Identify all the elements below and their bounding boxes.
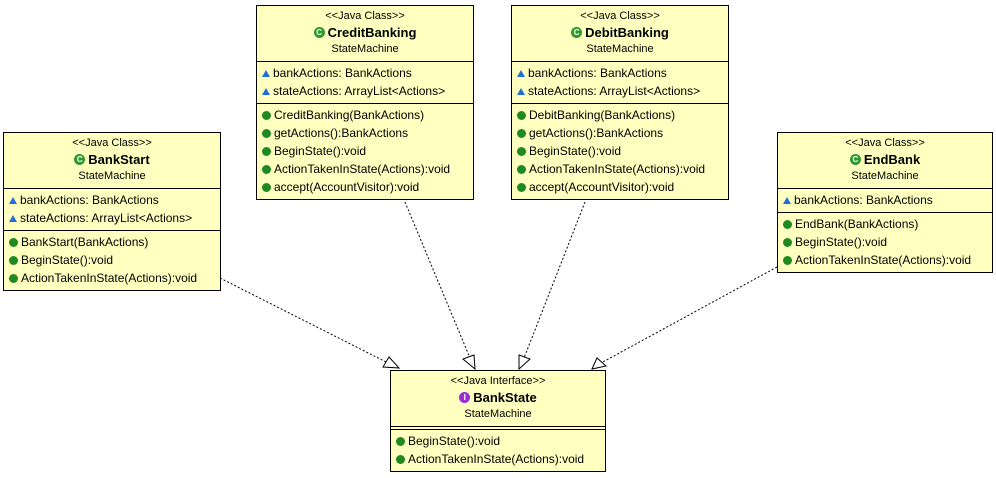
public-method-icon bbox=[262, 128, 271, 138]
method-row: CreditBanking(BankActions) bbox=[257, 106, 473, 124]
stereotype-label: <<Java Class>> bbox=[580, 10, 660, 22]
method-row: BeginState():void bbox=[778, 233, 992, 251]
public-method-icon bbox=[396, 454, 405, 464]
public-method-icon bbox=[262, 146, 271, 156]
methods-section: DebitBanking(BankActions) getActions():B… bbox=[512, 104, 728, 199]
stereotype-label: <<Java Class>> bbox=[72, 137, 152, 149]
methods-section: CreditBanking(BankActions) getActions():… bbox=[257, 104, 473, 199]
field-row: stateActions: ArrayList<Actions> bbox=[4, 209, 220, 227]
package-label: StateMachine bbox=[78, 170, 146, 182]
class-name: BankStart bbox=[88, 152, 150, 167]
package-visibility-icon bbox=[517, 87, 525, 95]
package-visibility-icon bbox=[262, 69, 270, 77]
class-name: EndBank bbox=[863, 152, 921, 167]
methods-section: EndBank(BankActions) BeginState():void A… bbox=[778, 213, 992, 272]
package-visibility-icon bbox=[9, 196, 17, 204]
public-method-icon bbox=[517, 164, 526, 174]
method-row: BeginState():void bbox=[4, 251, 220, 269]
method-row: ActionTakenInState(Actions):void bbox=[512, 160, 728, 178]
method-row: EndBank(BankActions) bbox=[778, 215, 992, 233]
class-name: BankState bbox=[473, 390, 537, 405]
public-method-icon bbox=[262, 182, 271, 192]
method-row: DebitBanking(BankActions) bbox=[512, 106, 728, 124]
public-method-icon bbox=[396, 436, 405, 446]
stereotype-label: <<Java Class>> bbox=[325, 10, 405, 22]
stereotype-label: <<Java Interface>> bbox=[450, 375, 546, 387]
realization-debitbanking bbox=[523, 201, 586, 359]
package-visibility-icon bbox=[9, 214, 17, 222]
class-badge-icon: C bbox=[313, 27, 325, 38]
method-row: ActionTakenInState(Actions):void bbox=[257, 160, 473, 178]
method-row: accept(AccountVisitor):void bbox=[257, 178, 473, 196]
field-row: bankActions: BankActions bbox=[4, 191, 220, 209]
realization-endbank bbox=[600, 266, 778, 364]
method-row: ActionTakenInState(Actions):void bbox=[778, 251, 992, 269]
method-row: ActionTakenInState(Actions):void bbox=[391, 450, 605, 468]
package-visibility-icon bbox=[517, 69, 525, 77]
method-row: ActionTakenInState(Actions):void bbox=[4, 269, 220, 287]
public-method-icon bbox=[9, 273, 18, 283]
fields-section: bankActions: BankActions stateActions: A… bbox=[4, 189, 220, 231]
class-name: CreditBanking bbox=[327, 25, 417, 40]
public-method-icon bbox=[517, 182, 526, 192]
stereotype-label: <<Java Class>> bbox=[845, 137, 925, 149]
arrowhead-endbank bbox=[591, 357, 608, 370]
realization-bankstart bbox=[219, 277, 391, 365]
public-method-icon bbox=[783, 255, 792, 265]
method-row: BeginState():void bbox=[257, 142, 473, 160]
package-visibility-icon bbox=[262, 87, 270, 95]
public-method-icon bbox=[517, 146, 526, 156]
package-visibility-icon bbox=[783, 196, 791, 204]
public-method-icon bbox=[517, 128, 526, 138]
class-badge-icon: C bbox=[571, 27, 583, 38]
class-name: DebitBanking bbox=[585, 25, 669, 40]
constructor-icon bbox=[783, 217, 794, 229]
field-row: stateActions: ArrayList<Actions> bbox=[512, 82, 728, 100]
package-label: StateMachine bbox=[464, 408, 532, 420]
public-method-icon bbox=[262, 164, 271, 174]
field-row: bankActions: BankActions bbox=[512, 64, 728, 82]
field-row: stateActions: ArrayList<Actions> bbox=[257, 82, 473, 100]
class-badge-icon: C bbox=[74, 154, 86, 165]
method-row: getActions():BankActions bbox=[512, 124, 728, 142]
constructor-icon bbox=[262, 108, 273, 120]
class-badge-icon: C bbox=[849, 154, 861, 165]
constructor-icon bbox=[517, 108, 528, 120]
interface-badge-icon: I bbox=[459, 392, 471, 403]
fields-section: bankActions: BankActions stateActions: A… bbox=[257, 62, 473, 104]
package-label: StateMachine bbox=[586, 43, 654, 55]
realization-creditbanking bbox=[404, 201, 471, 359]
package-label: StateMachine bbox=[851, 170, 919, 182]
constructor-icon bbox=[9, 235, 20, 247]
fields-section: bankActions: BankActions stateActions: A… bbox=[512, 62, 728, 104]
method-row: accept(AccountVisitor):void bbox=[512, 178, 728, 196]
public-method-icon bbox=[783, 237, 792, 247]
method-row: BankStart(BankActions) bbox=[4, 233, 220, 251]
package-label: StateMachine bbox=[331, 43, 399, 55]
field-row: bankActions: BankActions bbox=[778, 191, 992, 209]
public-method-icon bbox=[9, 255, 18, 265]
arrowhead-creditbanking bbox=[462, 354, 476, 371]
method-row: BeginState():void bbox=[512, 142, 728, 160]
method-row: getActions():BankActions bbox=[257, 124, 473, 142]
method-row: BeginState():void bbox=[391, 432, 605, 450]
field-row: bankActions: BankActions bbox=[257, 64, 473, 82]
methods-section: BankStart(BankActions) BeginState():void… bbox=[4, 231, 220, 290]
arrowhead-bankstart bbox=[382, 356, 401, 369]
arrowhead-debitbanking bbox=[518, 354, 531, 371]
fields-section: bankActions: BankActions bbox=[778, 189, 992, 213]
methods-section: BeginState():void ActionTakenInState(Act… bbox=[391, 429, 605, 471]
